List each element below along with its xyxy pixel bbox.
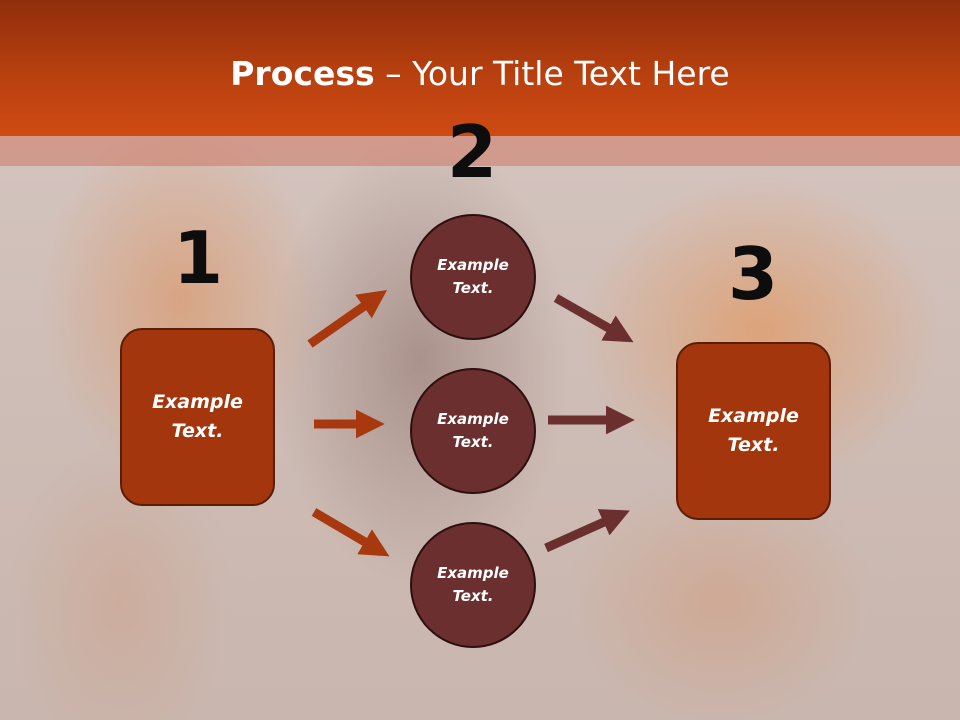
title-rest: – Your Title Text Here bbox=[374, 54, 730, 93]
header-band bbox=[0, 136, 960, 166]
step-box-1-label: Example Text. bbox=[152, 391, 243, 442]
title-bar bbox=[0, 0, 960, 136]
step-circle-2[interactable]: Example Text. bbox=[410, 368, 536, 494]
step-box-3-label: Example Text. bbox=[708, 405, 799, 456]
step-number-1: 1 bbox=[172, 216, 224, 300]
step-box-3[interactable]: Example Text. bbox=[676, 342, 831, 520]
step-box-1[interactable]: Example Text. bbox=[120, 328, 275, 506]
arrow-box1-to-circle3 bbox=[311, 508, 390, 557]
step-circle-1-label: Example Text. bbox=[437, 256, 509, 297]
arrow-box1-to-circle1 bbox=[307, 290, 388, 348]
step-circle-3[interactable]: Example Text. bbox=[410, 522, 536, 648]
slide-title: Process – Your Title Text Here bbox=[0, 52, 960, 96]
arrow-circle3-to-box3 bbox=[544, 509, 630, 553]
step-number-3: 3 bbox=[727, 232, 779, 316]
arrow-circle1-to-box3 bbox=[553, 294, 634, 343]
step-circle-2-label: Example Text. bbox=[437, 410, 509, 451]
step-circle-3-label: Example Text. bbox=[437, 564, 509, 605]
title-bold: Process bbox=[230, 54, 375, 93]
step-number-2: 2 bbox=[446, 110, 498, 194]
step-circle-1[interactable]: Example Text. bbox=[410, 214, 536, 340]
